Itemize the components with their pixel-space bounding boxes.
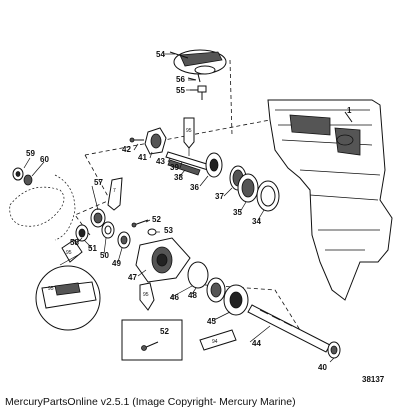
part-label: 53 [164,226,173,235]
gearcase-housing [267,99,393,301]
part-label: 37 [215,192,224,201]
tube-95-left [61,239,83,263]
part-label: 49 [112,259,121,268]
bearing-46 [206,277,226,303]
part-label: 52 [152,215,161,224]
pinion-gear-36 [205,152,223,178]
part-label: 52 [160,327,169,336]
part-label: 38 [174,173,183,182]
seal-40 [327,341,341,359]
race-34 [256,180,280,212]
seal-57 [90,208,106,228]
bolt-52 [131,219,149,228]
bearing-carrier-51 [75,224,89,242]
tube-7 [107,177,123,211]
part-label: 43 [156,157,165,166]
zoom-detail [35,254,101,331]
tube-label: 7 [113,188,116,194]
tube-label: 95 [143,292,149,298]
part-label: 50 [100,251,109,260]
part-label: 54 [156,50,165,59]
part-label: 1 [347,106,352,115]
part-label: 59 [26,149,35,158]
tube-95-upper [183,117,195,156]
tube-94 [199,329,237,351]
tube-label: 95 [48,286,54,292]
part-label: 47 [128,273,137,282]
part-label: 60 [40,155,49,164]
part-50 [101,221,115,239]
part-label: 51 [88,244,97,253]
part-label: 35 [233,208,242,217]
part-label: 34 [252,217,261,226]
diagram-reference-number: 38137 [362,375,385,384]
part-label: 45 [207,317,216,326]
oring-48 [187,261,209,289]
screw-55 [190,85,207,100]
part-label: 42 [122,145,131,154]
anode-plate [169,49,227,83]
part-label: 44 [252,339,261,348]
tube-label: 95 [186,128,192,134]
part-label: 55 [176,86,185,95]
tube-label: 94 [212,339,218,345]
part-label: 57 [94,178,103,187]
bearing-carrier-41 [144,127,167,155]
nut-59 [12,167,24,181]
gear-45 [223,284,249,316]
bolt-42 [129,137,144,143]
bearing-carrier-47 [135,237,191,283]
image-caption: MercuryPartsOnline v2.5.1 (Image Copyrig… [5,396,296,408]
propshaft-44 [247,304,331,353]
part-label: 39 [170,163,179,172]
tube-95-lower [139,282,155,311]
leader-lines [23,53,335,363]
propeller [9,174,76,241]
part-label: 36 [190,183,199,192]
housing-leader [344,111,353,123]
part-label: 40 [318,363,327,372]
washer-53 [147,228,157,236]
part-label: 56 [176,75,185,84]
tab-washer-60 [23,174,33,186]
part-label: 58 [70,238,79,247]
part-label: 48 [188,291,197,300]
part-49 [117,231,131,249]
inset-box [121,319,183,361]
tube-label: 95 [66,250,72,256]
part-label: 46 [170,293,179,302]
bearing-35 [237,173,259,203]
part-number-labels: 54 56 55 1 42 41 43 39 38 36 37 35 34 59… [26,50,352,372]
part-label: 41 [138,153,147,162]
